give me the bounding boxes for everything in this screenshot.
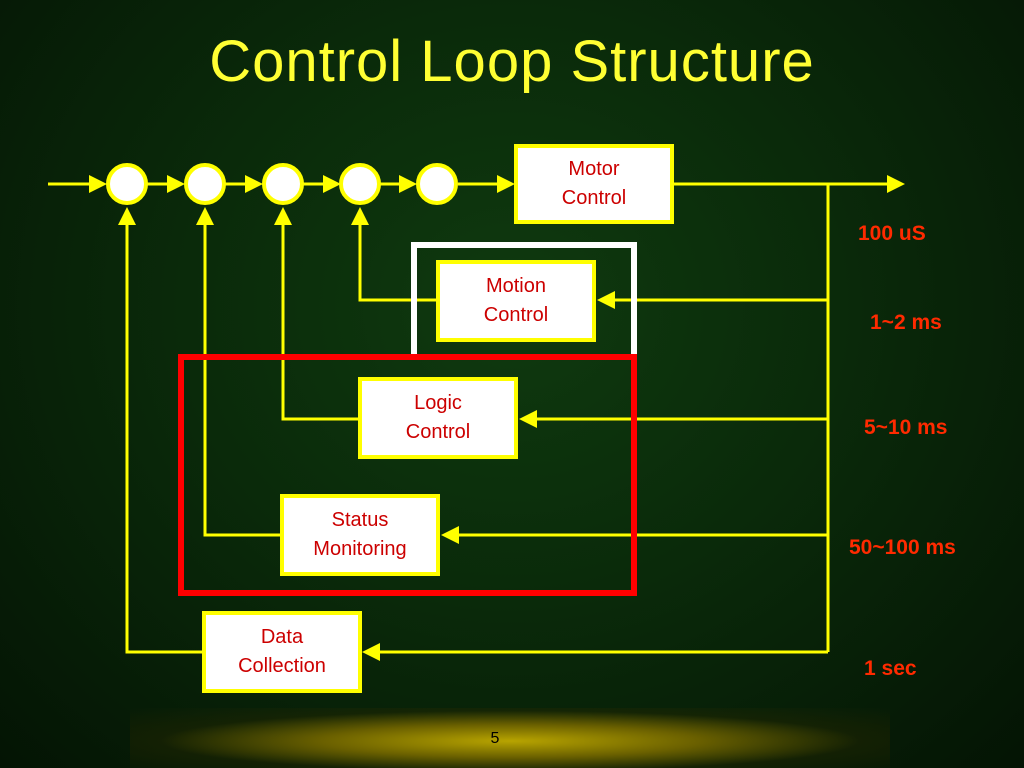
motor-control-label-line2: Control: [561, 187, 627, 209]
status-to-junction-2: [196, 207, 282, 537]
motion-control-label-line2: Control: [483, 304, 549, 326]
summing-junction-2: [184, 163, 226, 205]
motion-control-block: Motion Control: [436, 260, 596, 342]
data-collection-label-line2: Collection: [238, 655, 326, 677]
summing-junction-1: [106, 163, 148, 205]
summing-junction-3: [262, 163, 304, 205]
motor-control-label-line1: Motor: [568, 158, 620, 180]
logic-control-block: Logic Control: [358, 377, 518, 459]
data-collection-block: Data Collection: [202, 611, 362, 693]
footer-glow: [130, 708, 890, 768]
rate-motor: 100 uS: [858, 222, 926, 245]
logic-control-label-line1: Logic: [414, 392, 462, 414]
motion-to-junction-4: [351, 207, 436, 302]
data-collection-label-line1: Data: [260, 626, 304, 648]
rate-motion: 1~2 ms: [870, 311, 942, 334]
logic-status-highlight-frame: [178, 354, 637, 596]
page-number: 5: [490, 730, 500, 747]
summing-junctions: [106, 163, 458, 205]
status-monitoring-label-line1: Status: [331, 509, 389, 531]
rate-status: 50~100 ms: [849, 536, 956, 559]
slide-title: Control Loop Structure: [209, 29, 815, 94]
logic-control-label-line2: Control: [405, 421, 471, 443]
rate-data: 1 sec: [864, 657, 917, 680]
summing-junction-5: [416, 163, 458, 205]
data-to-junction-1: [118, 207, 204, 654]
summing-junction-4: [339, 163, 381, 205]
status-monitoring-block: Status Monitoring: [280, 494, 440, 576]
motor-control-block: Motor Control: [514, 144, 674, 224]
motion-control-label-line1: Motion: [485, 275, 546, 297]
rate-logic: 5~10 ms: [864, 416, 948, 439]
logic-to-junction-3: [274, 207, 360, 421]
status-monitoring-label-line2: Monitoring: [313, 538, 407, 560]
